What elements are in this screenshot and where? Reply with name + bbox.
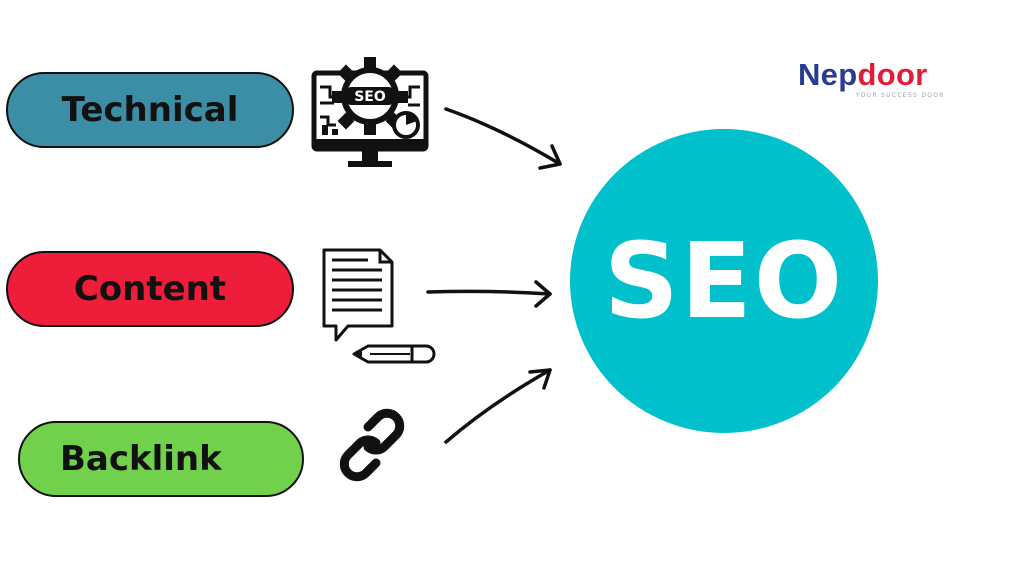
monitor-seo-text: SEO	[354, 89, 386, 105]
seo-circle: SEO	[570, 129, 878, 433]
logo-wordmark: Nepdoor	[798, 57, 928, 92]
arrow-technical	[444, 107, 562, 166]
arrow-backlink	[444, 368, 552, 444]
seo-label: SEO	[603, 220, 845, 342]
arrow-content	[426, 289, 552, 296]
technical-pill: Technical	[6, 72, 294, 148]
chain-link-icon	[339, 408, 405, 482]
backlink-label: Backlink	[60, 439, 222, 479]
technical-label: Technical	[61, 90, 239, 130]
backlink-pill: Backlink	[18, 421, 304, 497]
nepdoor-logo: Nepdoor YOUR SUCCESS DOOR	[798, 58, 963, 106]
seo-monitor-gear-icon: SEO	[311, 57, 429, 167]
document-pencil-icon	[322, 248, 436, 364]
logo-tagline: YOUR SUCCESS DOOR	[856, 92, 945, 99]
content-label: Content	[73, 269, 227, 309]
content-pill: Content	[6, 251, 294, 327]
